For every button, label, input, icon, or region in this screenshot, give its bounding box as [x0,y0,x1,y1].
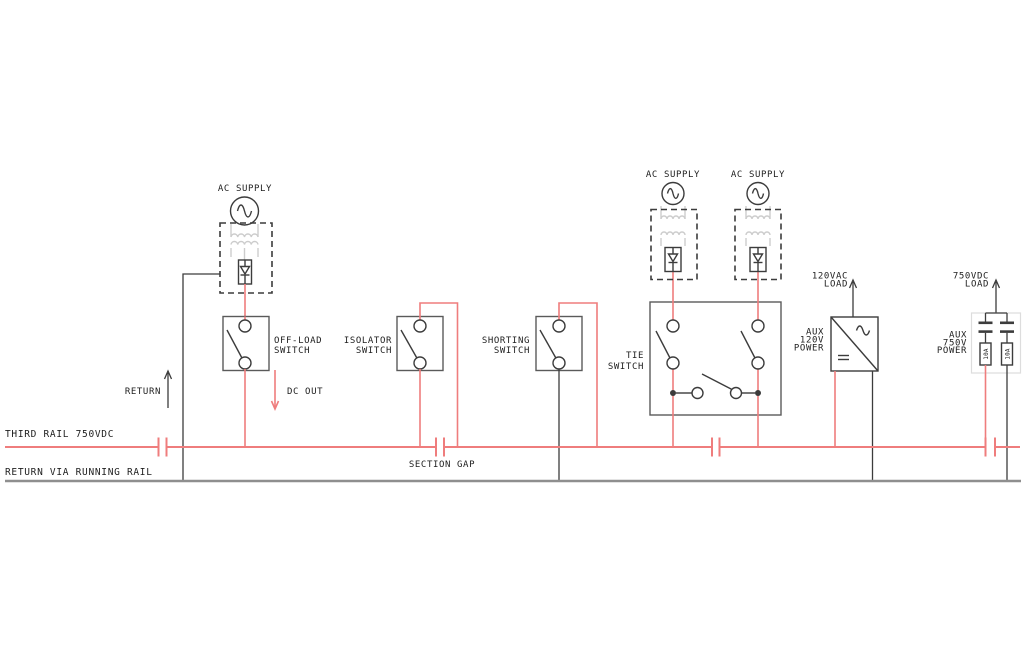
return-annotation: RETURN [125,369,173,408]
transformer-secondary-coil [660,231,686,236]
isolator-switch-label-line1: ISOLATOR [344,336,392,346]
diode-icon [752,253,764,263]
shorting-switch: SHORTING SWITCH [482,302,598,480]
shorting-jumper-wire [558,302,598,447]
main-return-wire [182,273,220,480]
tie-left-switch-bottom-contact [666,356,680,370]
ac-sine-icon [855,325,871,336]
tie-switch: TIE SWITCH [608,271,782,447]
tie-right-ac-supply-label: AC SUPPLY [731,170,785,180]
diode-icon [667,253,679,263]
running-rail-label: RETURN VIA RUNNING RAIL [5,467,153,478]
sine-wave-icon [666,187,680,200]
third-rail-label: THIRD RAIL 750VDC [5,429,114,440]
aux-750v-label-line3: POWER [937,346,967,356]
750vdc-load-label-line1: 750VDC [953,272,989,282]
tie-supply-right: AC SUPPLY [731,170,785,281]
tie-right-switch-top-contact [751,319,765,333]
aux-120v-label-line1: AUX [806,328,824,338]
rectifier-unit-dashed-box [650,208,698,281]
isolator-switch-bottom-contact [413,356,427,370]
off-load-switch-top-contact [238,319,252,333]
fuse-rating-label: 10A [983,348,990,360]
third-rail: THIRD RAIL 750VDC SECTION GAP [5,429,1020,470]
120vac-load-label-line2: LOAD [824,280,848,290]
rectifier-unit-dashed-box [734,208,782,281]
isolator-switch-blade [400,329,419,361]
aux-750v-label-line1: AUX [949,331,967,341]
120vac-load-label-line1: 120VAC [812,272,848,282]
off-load-switch-label-line2: SWITCH [274,346,310,356]
sine-wave-icon [236,204,253,218]
isolator-switch-label-line2: SWITCH [356,346,392,356]
tie-right-switch-blade [740,330,757,361]
isolator-jumper-wire [419,302,459,447]
shorting-switch-bottom-contact [552,356,566,370]
rectifier-unit-dashed-box [219,222,273,294]
tie-left-switch-top-contact [666,319,680,333]
tie-switch-label-line1: TIE [626,351,644,361]
off-load-switch: OFF-LOAD SWITCH [222,315,322,447]
tie-horizontal-left-contact [691,386,704,400]
return-label: RETURN [125,387,161,397]
tie-right-junction-dot [755,390,761,396]
tie-right-switch-bottom-contact [751,356,765,370]
dc-out-label: DC OUT [287,387,323,397]
inverter-diagonal [830,316,879,372]
aux-120v-inverter: 120VAC LOAD AUX 120V POWER [794,272,879,480]
transformer-primary-coil [230,233,259,238]
main-supply-unit: AC SUPPLY [182,184,273,480]
tie-horizontal-right-contact [729,386,743,400]
dc-out-annotation: DC OUT [270,370,323,411]
fuse-rating-label: 10A [1005,348,1012,360]
transformer-secondary-coil [745,231,771,236]
off-load-switch-label-line1: OFF-LOAD [274,336,322,346]
up-arrow-icon [848,278,858,289]
running-rail: RETURN VIA RUNNING RAIL [5,467,1021,483]
750vdc-load-label-line2: LOAD [965,280,989,290]
tie-switch-label-line2: SWITCH [608,362,644,372]
shorting-switch-blade [539,329,558,361]
shorting-switch-label-line1: SHORTING [482,336,530,346]
aux-750v-label-line2: 750V [943,339,967,349]
main-ac-supply-label: AC SUPPLY [218,184,272,194]
aux-750v-fuse-panel: 750VDC LOAD 10A 10A AUX 750V POWER [937,272,1022,480]
diode-icon [239,265,251,276]
aux-120v-label-line2: 120V [800,336,824,346]
tie-supply-left: AC SUPPLY [646,170,700,281]
section-gap-label: SECTION GAP [409,460,475,470]
up-arrow-icon [163,369,173,380]
tie-left-junction-dot [670,390,676,396]
shorting-switch-label-line2: SWITCH [494,346,530,356]
tie-left-switch-blade [655,330,672,361]
off-load-switch-bottom-contact [238,356,252,370]
tie-horizontal-switch-blade [701,373,734,391]
down-arrow-icon [270,400,280,411]
up-arrow-icon [991,278,1001,289]
sine-wave-icon [751,187,765,200]
isolator-switch: ISOLATOR SWITCH [344,302,459,447]
aux-120v-label-line3: POWER [794,344,824,354]
transformer-primary-coil [660,215,686,220]
off-load-switch-blade [226,329,244,361]
transformer-primary-coil [745,215,771,220]
transformer-secondary-coil [230,240,259,245]
tie-left-ac-supply-label: AC SUPPLY [646,170,700,180]
shorting-switch-top-contact [552,319,566,333]
isolator-switch-top-contact [413,319,427,333]
